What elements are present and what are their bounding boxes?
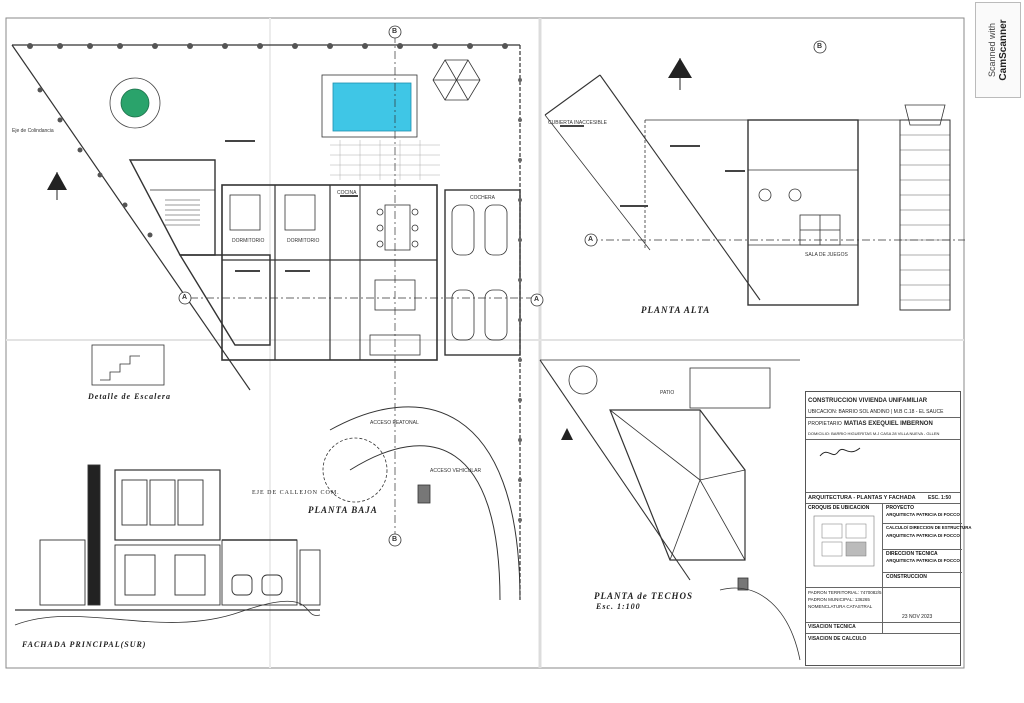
watermark-brand: CamScanner <box>998 19 1009 81</box>
fachada-principal-label: FACHADA PRINCIPAL(SUR) <box>22 640 147 649</box>
domicilio-text: DOMICILIO: BARRIO HIGUERITAS M.J CASA 28… <box>808 431 940 436</box>
escala-text: ESC. 1:50 <box>928 495 952 501</box>
arquitecta-calculo: ARQUITECTA PATRICIA DI FOCCO <box>886 533 960 538</box>
camscanner-watermark: Scanned with CamScanner <box>975 2 1021 98</box>
proyecto-label: PROYECTO <box>886 505 914 511</box>
eje-callejon-label: EJE DE CALLEJON COM. <box>252 490 340 496</box>
section-b-bottom-letter: B <box>392 536 398 543</box>
ubicacion-text: UBICACION: BARRIO SOL ANDINO | M.B C.18 … <box>808 409 944 415</box>
propietario-label: PROPIETARIO <box>808 421 842 427</box>
watermark-line1: Scanned with <box>987 22 997 78</box>
arquitecta-direccion: ARQUITECTA PATRICIA DI FOCCO <box>886 558 960 563</box>
section-a-alta-letter: A <box>588 236 594 243</box>
cocina-label: COCINA <box>337 190 357 196</box>
dormitorio-label-1: DORMITORIO <box>232 238 265 244</box>
direccion-label: DIRECCION TECNICA <box>886 551 938 557</box>
callout-text-clusters <box>225 125 745 272</box>
north-arrow-icon-techos <box>561 428 573 440</box>
planta-alta-label: PLANTA ALTA <box>641 305 711 315</box>
signature-1 <box>819 447 861 457</box>
calculo-label: CALCULO/ DIRECCION DE ESTRUCTURA <box>886 525 972 530</box>
visacion-calculo: VISACION DE CALCULO <box>808 636 867 642</box>
section-b-top-letter: B <box>392 28 398 35</box>
plano-title: ARQUITECTURA - PLANTAS Y FACHADA <box>808 495 916 501</box>
planta-techos-drawing <box>539 359 801 661</box>
padron-municipal: PADRON MUNICIPAL: 136265 <box>808 597 870 602</box>
planta-baja-drawing <box>11 35 535 601</box>
sheet-border <box>5 17 965 669</box>
sala-juegos-label: SALA DE JUEGOS <box>805 252 848 258</box>
cubierta-inaccesible-label: CUBIERTA INACCESIBLE <box>548 120 607 126</box>
patio-label: PATIO <box>660 390 675 396</box>
section-marker-a-alta <box>584 233 598 247</box>
arquitecta-proyecto: ARQUITECTA PATRICIA DI FOCCO <box>886 512 960 517</box>
planta-alta-drawing <box>544 74 965 311</box>
eje-colindancia-label: Eje de Colindancia <box>12 128 54 134</box>
construccion-label: CONSTRUCCION <box>886 574 927 580</box>
section-a-right-letter: A <box>534 296 540 303</box>
acceso-vehicular-label: ACCESO VEHICULAR <box>430 468 482 474</box>
north-arrow-icon <box>47 172 67 200</box>
nomenclatura: NOMENCLATURA CATASTRAL <box>808 604 873 609</box>
detalle-escalera-label: Detalle de Escalera <box>88 392 171 401</box>
croquis-map <box>813 515 875 567</box>
round-pond <box>120 88 150 118</box>
dormitorio-label-2: DORMITORIO <box>287 238 320 244</box>
fecha-stamp: 23 NOV 2023 <box>902 614 933 620</box>
visacion-tecnica: VISACION TECNICA <box>808 624 856 630</box>
section-a-left-letter: A <box>182 294 188 301</box>
croquis-label: CROQUIS DE UBICACION <box>808 505 870 511</box>
section-marker-a-left <box>178 291 192 305</box>
title-block: CONSTRUCCION VIVIENDA UNIFAMILIAR UBICAC… <box>805 391 971 666</box>
section-b-alta-letter: B <box>817 43 823 50</box>
fachada-principal-drawing <box>14 464 321 626</box>
obra-title: CONSTRUCCION VIVIENDA UNIFAMILIAR <box>808 398 928 404</box>
swimming-pool <box>332 82 412 132</box>
padron-territorial: PADRON TERRITORIAL: 7470082/5 <box>808 590 882 595</box>
planta-techos-label: PLANTA de TECHOS <box>594 591 694 601</box>
section-marker-a-right <box>530 293 544 307</box>
planta-baja-label: PLANTA BAJA <box>308 505 378 515</box>
section-marker-b-top <box>388 25 402 39</box>
escala-techos-label: Esc. 1:100 <box>596 602 641 611</box>
detalle-escalera-drawing <box>91 344 165 386</box>
propietario-name: MATIAS EXEQUIEL IMBERNON <box>844 421 933 427</box>
cochera-label: COCHERA <box>470 195 496 201</box>
north-arrow-icon-alta <box>668 58 692 90</box>
acceso-peatonal-label: ACCESO PEATONAL <box>370 420 419 426</box>
section-marker-b-alta <box>813 40 827 54</box>
section-marker-b-bottom <box>388 533 402 547</box>
